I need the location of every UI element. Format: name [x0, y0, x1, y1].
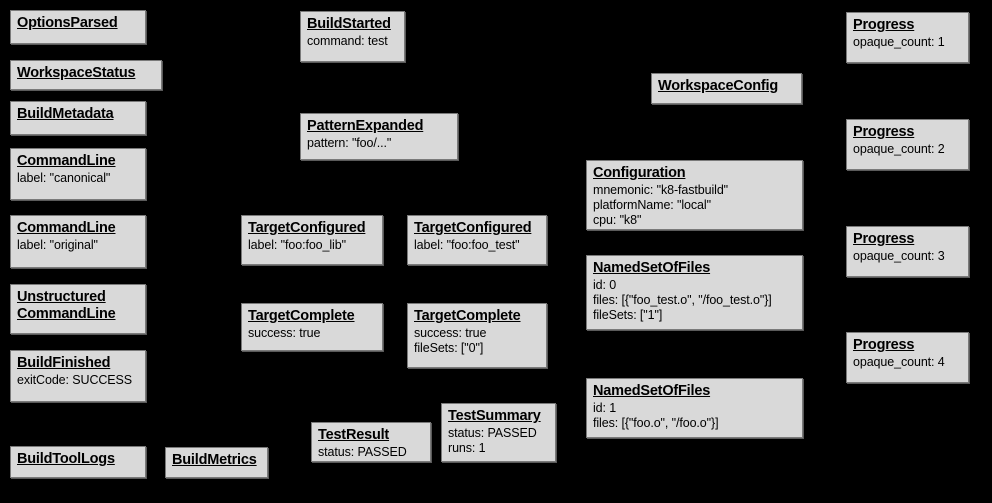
node-command-line-canonical[interactable]: CommandLine label: "canonical" — [10, 148, 146, 200]
node-field: files: [{"foo.o", "/foo.o"}] — [593, 415, 719, 430]
node-field: opaque_count: 4 — [853, 355, 945, 370]
node-field: fileSets: ["1"] — [593, 307, 663, 322]
node-build-tool-logs[interactable]: BuildToolLogs — [10, 446, 146, 478]
node-field: label: "foo:foo_lib" — [248, 238, 346, 253]
node-progress-1[interactable]: Progress opaque_count: 1 — [846, 12, 969, 63]
node-title: Configuration — [593, 165, 686, 181]
node-field: cpu: "k8" — [593, 212, 642, 227]
node-build-finished[interactable]: BuildFinished exitCode: SUCCESS — [10, 350, 146, 402]
node-target-complete-lib[interactable]: TargetComplete success: true — [241, 303, 383, 351]
node-title: WorkspaceStatus — [17, 65, 136, 81]
node-field: fileSets: ["0"] — [414, 340, 484, 355]
node-title: NamedSetOfFiles — [593, 383, 711, 399]
node-field: label: "foo:foo_test" — [414, 238, 520, 253]
node-command-line-original[interactable]: CommandLine label: "original" — [10, 215, 146, 268]
node-options-parsed[interactable]: OptionsParsed — [10, 10, 146, 44]
node-title: Progress — [853, 231, 915, 247]
node-field: status: PASSED — [318, 445, 407, 460]
node-workspace-status[interactable]: WorkspaceStatus — [10, 60, 162, 90]
node-field: opaque_count: 3 — [853, 249, 945, 264]
node-title: Progress — [853, 337, 915, 353]
node-title: Progress — [853, 17, 915, 33]
node-field: opaque_count: 2 — [853, 142, 945, 157]
node-title: BuildMetrics — [172, 452, 257, 468]
node-configuration[interactable]: Configuration mnemonic: "k8-fastbuild"pla… — [586, 160, 803, 230]
node-field: label: "original" — [17, 238, 98, 253]
node-build-metrics[interactable]: BuildMetrics — [165, 447, 268, 478]
node-field: id: 1 — [593, 401, 617, 416]
node-field: files: [{"foo_test.o", "/foo_test.o"}] — [593, 292, 772, 307]
node-field: status: PASSED — [448, 426, 537, 441]
node-title: TestSummary — [448, 408, 541, 424]
node-field: pattern: "foo/..." — [307, 136, 392, 151]
node-target-configured-foo-lib[interactable]: TargetConfigured label: "foo:foo_lib" — [241, 215, 383, 265]
node-field: exitCode: SUCCESS — [17, 373, 133, 388]
node-progress-2[interactable]: Progress opaque_count: 2 — [846, 119, 969, 170]
node-title: OptionsParsed — [17, 15, 118, 31]
node-field: platformName: "local" — [593, 197, 711, 212]
node-title: BuildMetadata — [17, 106, 114, 122]
node-field: command: test — [307, 34, 388, 49]
node-unstructured-command-line[interactable]: Unstructured CommandLine — [10, 284, 146, 334]
node-title: PatternExpanded — [307, 118, 424, 134]
node-title: TargetComplete — [414, 308, 521, 324]
node-title: CommandLine — [17, 153, 116, 169]
node-pattern-expanded[interactable]: PatternExpanded pattern: "foo/..." — [300, 113, 458, 160]
node-progress-3[interactable]: Progress opaque_count: 3 — [846, 226, 969, 277]
node-target-configured-foo-test[interactable]: TargetConfigured label: "foo:foo_test" — [407, 215, 547, 265]
node-title: BuildFinished — [17, 355, 111, 371]
node-title: WorkspaceConfig — [658, 78, 779, 94]
node-field: label: "canonical" — [17, 171, 111, 186]
node-title: CommandLine — [17, 220, 116, 236]
node-title: TargetConfigured — [248, 220, 366, 236]
node-field: success: true — [414, 326, 487, 341]
node-field: runs: 1 — [448, 440, 486, 455]
node-title: Unstructured CommandLine — [17, 289, 116, 323]
node-progress-4[interactable]: Progress opaque_count: 4 — [846, 332, 969, 383]
node-title: NamedSetOfFiles — [593, 260, 711, 276]
node-build-metadata[interactable]: BuildMetadata — [10, 101, 146, 135]
node-title: BuildToolLogs — [17, 451, 115, 467]
node-title: TestResult — [318, 427, 390, 443]
node-workspace-config[interactable]: WorkspaceConfig — [651, 73, 802, 104]
node-title: BuildStarted — [307, 16, 391, 32]
node-field: id: 0 — [593, 278, 617, 293]
node-field: mnemonic: "k8-fastbuild" — [593, 183, 729, 198]
node-title: TargetConfigured — [414, 220, 532, 236]
node-field: success: true — [248, 326, 321, 341]
node-field: opaque_count: 1 — [853, 35, 945, 50]
node-title: Progress — [853, 124, 915, 140]
node-title: TargetComplete — [248, 308, 355, 324]
node-build-started[interactable]: BuildStarted command: test — [300, 11, 405, 62]
node-test-result[interactable]: TestResult status: PASSED — [311, 422, 431, 462]
